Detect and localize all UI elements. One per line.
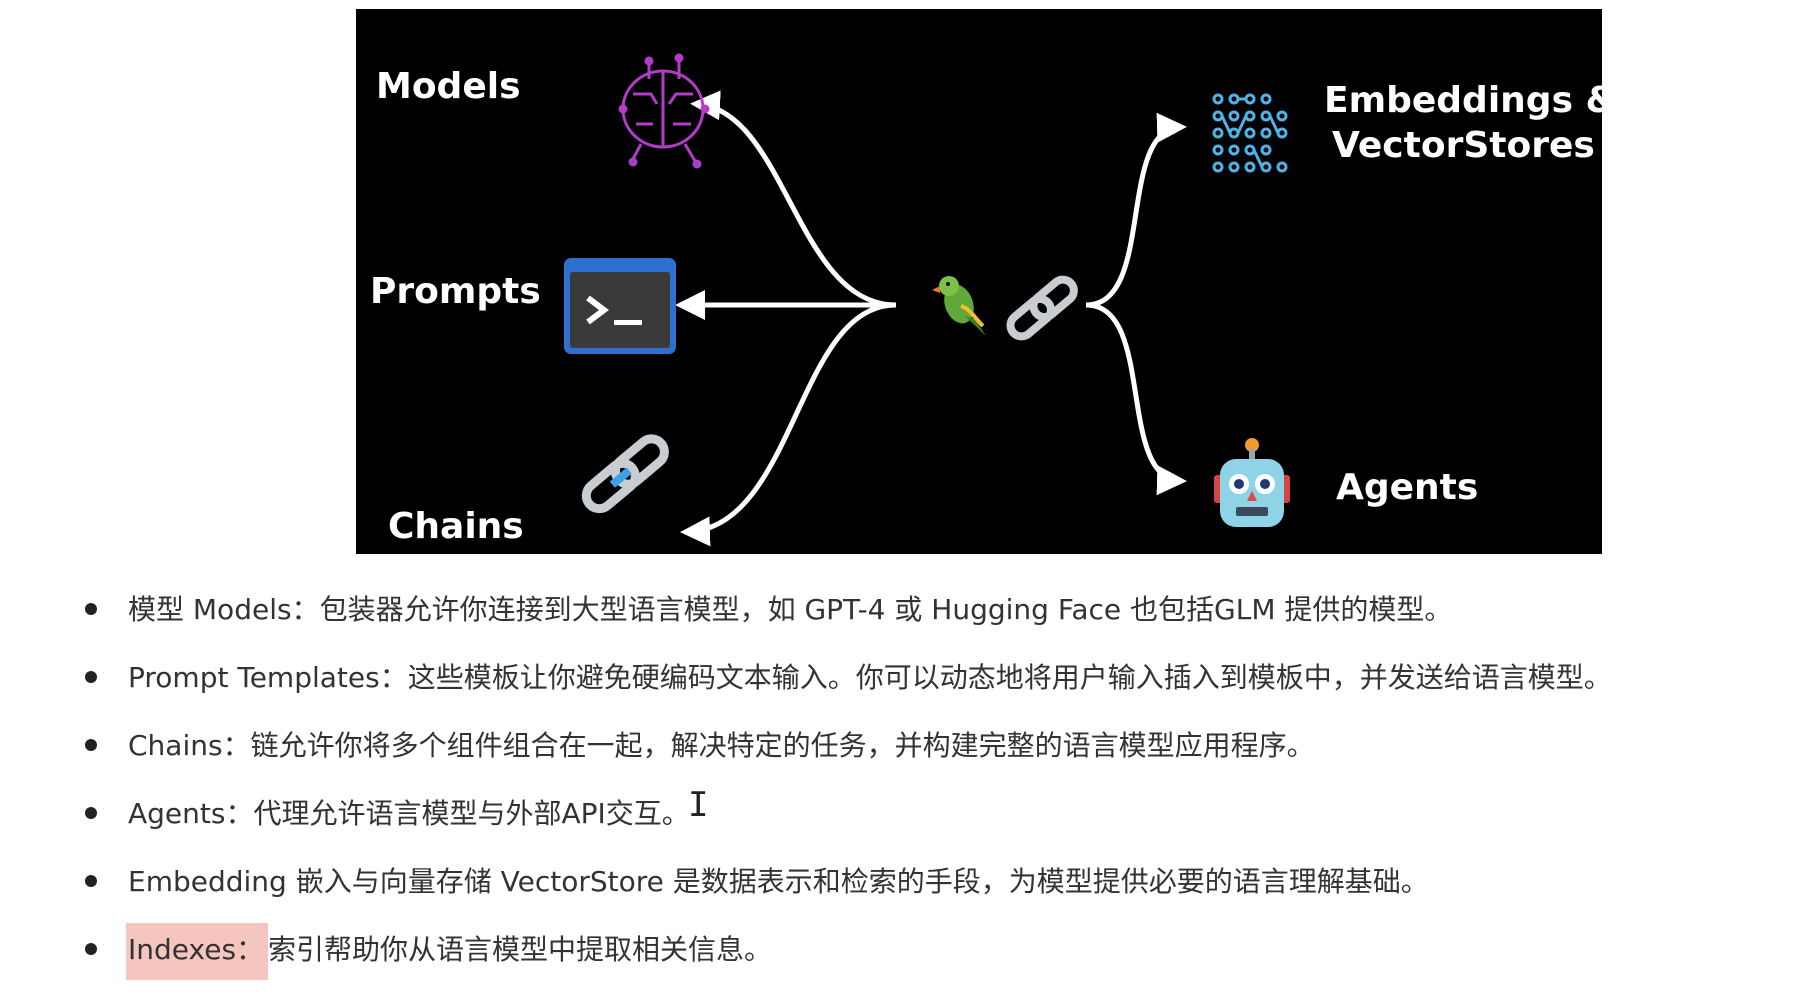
dot-grid-icon xyxy=(1212,93,1288,173)
bullet-dot xyxy=(85,671,97,683)
list-item-chains: Chains：链允许你将多个组件组合在一起，解决特定的任务，并构建完整的语言模型… xyxy=(80,726,1800,794)
label-agents: Agents xyxy=(1336,467,1479,508)
diagram-arrows xyxy=(564,53,1290,547)
item-term: Prompt Templates： xyxy=(128,661,408,694)
item-term: Chains： xyxy=(128,729,251,762)
chain-link-icon xyxy=(581,434,669,514)
langchain-diagram-image: Models Prompts Chains Embeddings & Vecto… xyxy=(356,9,1602,554)
arrows-left xyxy=(675,90,897,547)
item-text: 代理允许语言模型与外部API交互。 xyxy=(253,797,690,830)
feature-list: 模型 Models：包装器允许你连接到大型语言模型，如 GPT-4 或 Hugg… xyxy=(80,590,1800,998)
item-term: Embedding 嵌入与向量存储 VectorStore xyxy=(128,865,673,898)
label-prompts: Prompts xyxy=(370,271,541,312)
center-chain-link-icon xyxy=(1006,275,1078,341)
bullet-dot xyxy=(85,739,97,751)
text-cursor-icon: I xyxy=(688,785,709,825)
item-term-highlighted: Indexes： xyxy=(126,923,269,980)
bullet-dot xyxy=(85,875,97,887)
list-item-agents: Agents：代理允许语言模型与外部API交互。 xyxy=(80,794,1800,862)
item-text: 包装器允许你连接到大型语言模型，如 GPT-4 或 Hugging Face 也… xyxy=(319,593,1453,626)
item-text: 是数据表示和检索的手段，为模型提供必要的语言理解基础。 xyxy=(672,865,1429,898)
list-item-indexes: Indexes：索引帮助你从语言模型中提取相关信息。 xyxy=(80,923,1800,998)
item-term: Agents： xyxy=(128,797,254,830)
item-text: 这些模板让你避免硬编码文本输入。你可以动态地将用户输入插入到模板中，并发送给语言… xyxy=(407,661,1612,694)
item-text: 索引帮助你从语言模型中提取相关信息。 xyxy=(268,933,773,966)
bullet-dot xyxy=(85,943,97,955)
robot-icon xyxy=(1214,438,1290,527)
label-embeddings-line2: VectorStores xyxy=(1332,125,1595,166)
label-chains: Chains xyxy=(388,506,524,547)
parrot-icon xyxy=(932,276,986,336)
label-embeddings-line1: Embeddings & xyxy=(1324,80,1602,121)
terminal-icon xyxy=(564,258,676,354)
list-item-embedding: Embedding 嵌入与向量存储 VectorStore 是数据表示和检索的手… xyxy=(80,862,1800,930)
arrows-right xyxy=(1085,112,1187,496)
bullet-dot xyxy=(85,807,97,819)
bullet-dot xyxy=(85,603,97,615)
label-models: Models xyxy=(376,66,521,107)
item-term: 模型 Models： xyxy=(128,593,320,626)
list-item-prompt-templates: Prompt Templates：这些模板让你避免硬编码文本输入。你可以动态地将… xyxy=(80,658,1800,726)
item-text: 链允许你将多个组件组合在一起，解决特定的任务，并构建完整的语言模型应用程序。 xyxy=(250,729,1315,762)
list-item-models: 模型 Models：包装器允许你连接到大型语言模型，如 GPT-4 或 Hugg… xyxy=(80,590,1800,658)
brain-circuit-icon xyxy=(618,53,710,169)
